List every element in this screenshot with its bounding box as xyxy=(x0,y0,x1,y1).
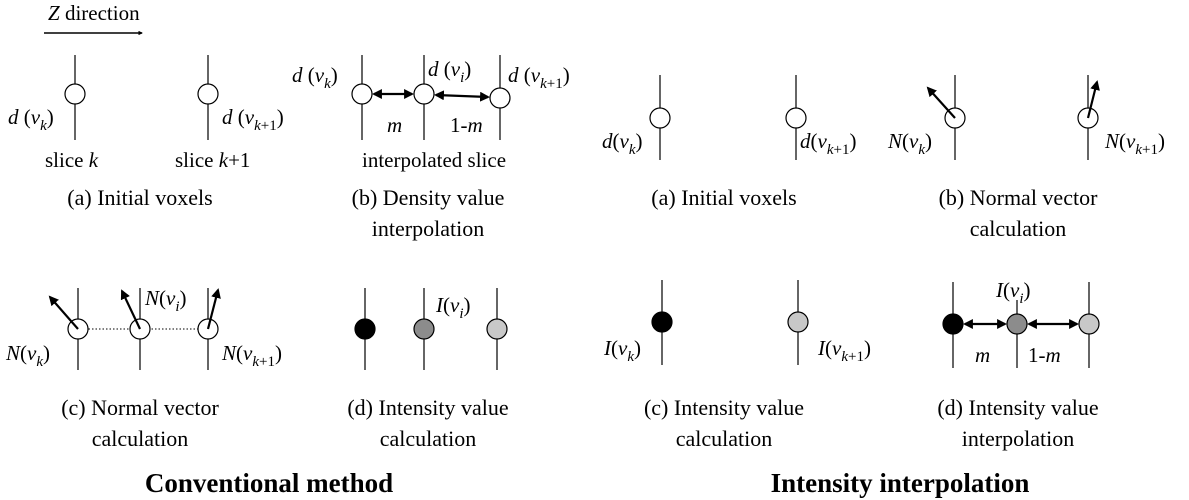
voxel-k1-light xyxy=(1078,313,1100,335)
label-d-vk: d (vk) xyxy=(292,63,338,92)
caption: (a) Initial voxels xyxy=(651,185,796,210)
voxel-k-black xyxy=(942,313,964,335)
caption: (a) Initial voxels xyxy=(67,185,212,210)
normal-vector-arrow xyxy=(206,288,221,330)
label-slice-k: slice k xyxy=(45,148,99,172)
voxel-k xyxy=(649,107,671,129)
label-d-vk1: d (vk+1) xyxy=(222,105,284,134)
label-i-vi: I(vi) xyxy=(995,278,1031,307)
voxel-i-gray xyxy=(1006,313,1028,335)
weight-m: m xyxy=(387,113,402,137)
voxel-k xyxy=(351,83,373,105)
conv-panel-a: d (vk) d (vk+1) slice k slice k+1 (a) In… xyxy=(8,55,284,210)
voxel-i-gray xyxy=(413,318,435,340)
label-n-vk1: N(vk+1) xyxy=(1104,129,1165,158)
voxel-i xyxy=(413,83,435,105)
voxel-k1 xyxy=(197,83,219,105)
normal-vector-arrow xyxy=(120,289,141,330)
voxel-k1-light xyxy=(486,318,508,340)
label-i-vk1: I(vk+1) xyxy=(817,336,871,365)
voxel-k xyxy=(64,83,86,105)
label-d-vk: d(vk) xyxy=(602,129,643,158)
voxel-k1 xyxy=(489,87,511,109)
label-d-vi: d (vi) xyxy=(428,57,471,86)
label-n-vk: N(vk) xyxy=(5,341,50,370)
label-d-vk1: d(vk+1) xyxy=(800,129,856,158)
voxel-k1 xyxy=(785,107,807,129)
weight-1-m: 1-m xyxy=(450,113,483,137)
voxel-k-black xyxy=(354,318,376,340)
label-n-vk1: N(vk+1) xyxy=(221,341,282,370)
conventional-method-title: Conventional method xyxy=(145,468,393,498)
label-n-vi: N(vi) xyxy=(144,286,187,315)
weight-m: m xyxy=(975,343,990,367)
label-i-vi: I(vi) xyxy=(435,293,471,322)
z-direction-label: Z direction xyxy=(48,1,140,25)
label-d-vk: d (vk) xyxy=(8,105,54,134)
voxel-k-black xyxy=(651,311,673,333)
intensity-interpolation-title: Intensity interpolation xyxy=(771,468,1030,498)
normal-vector-arrow xyxy=(48,295,79,330)
z-direction-indicator: Z direction xyxy=(44,1,143,36)
label-slice-k1: slice k+1 xyxy=(175,148,250,172)
normal-vector-arrow xyxy=(926,86,956,119)
weight-arrow-1m xyxy=(434,90,490,102)
label-d-vk1: d (vk+1) xyxy=(508,63,570,92)
voxel-k1-light xyxy=(787,311,809,333)
conv-panel-b: d (vk) d (vi) d (vk+1) m 1-m interpolate… xyxy=(292,55,570,241)
label-n-vk: N(vk) xyxy=(887,129,932,158)
label-interpolated-slice: interpolated slice xyxy=(362,148,506,172)
label-i-vk: I(vk) xyxy=(603,336,641,365)
weight-1-m: 1-m xyxy=(1028,343,1061,367)
int-panel-a: d(vk) d(vk+1) (a) Initial voxels xyxy=(602,75,856,210)
normal-vector-arrow xyxy=(1086,80,1100,119)
